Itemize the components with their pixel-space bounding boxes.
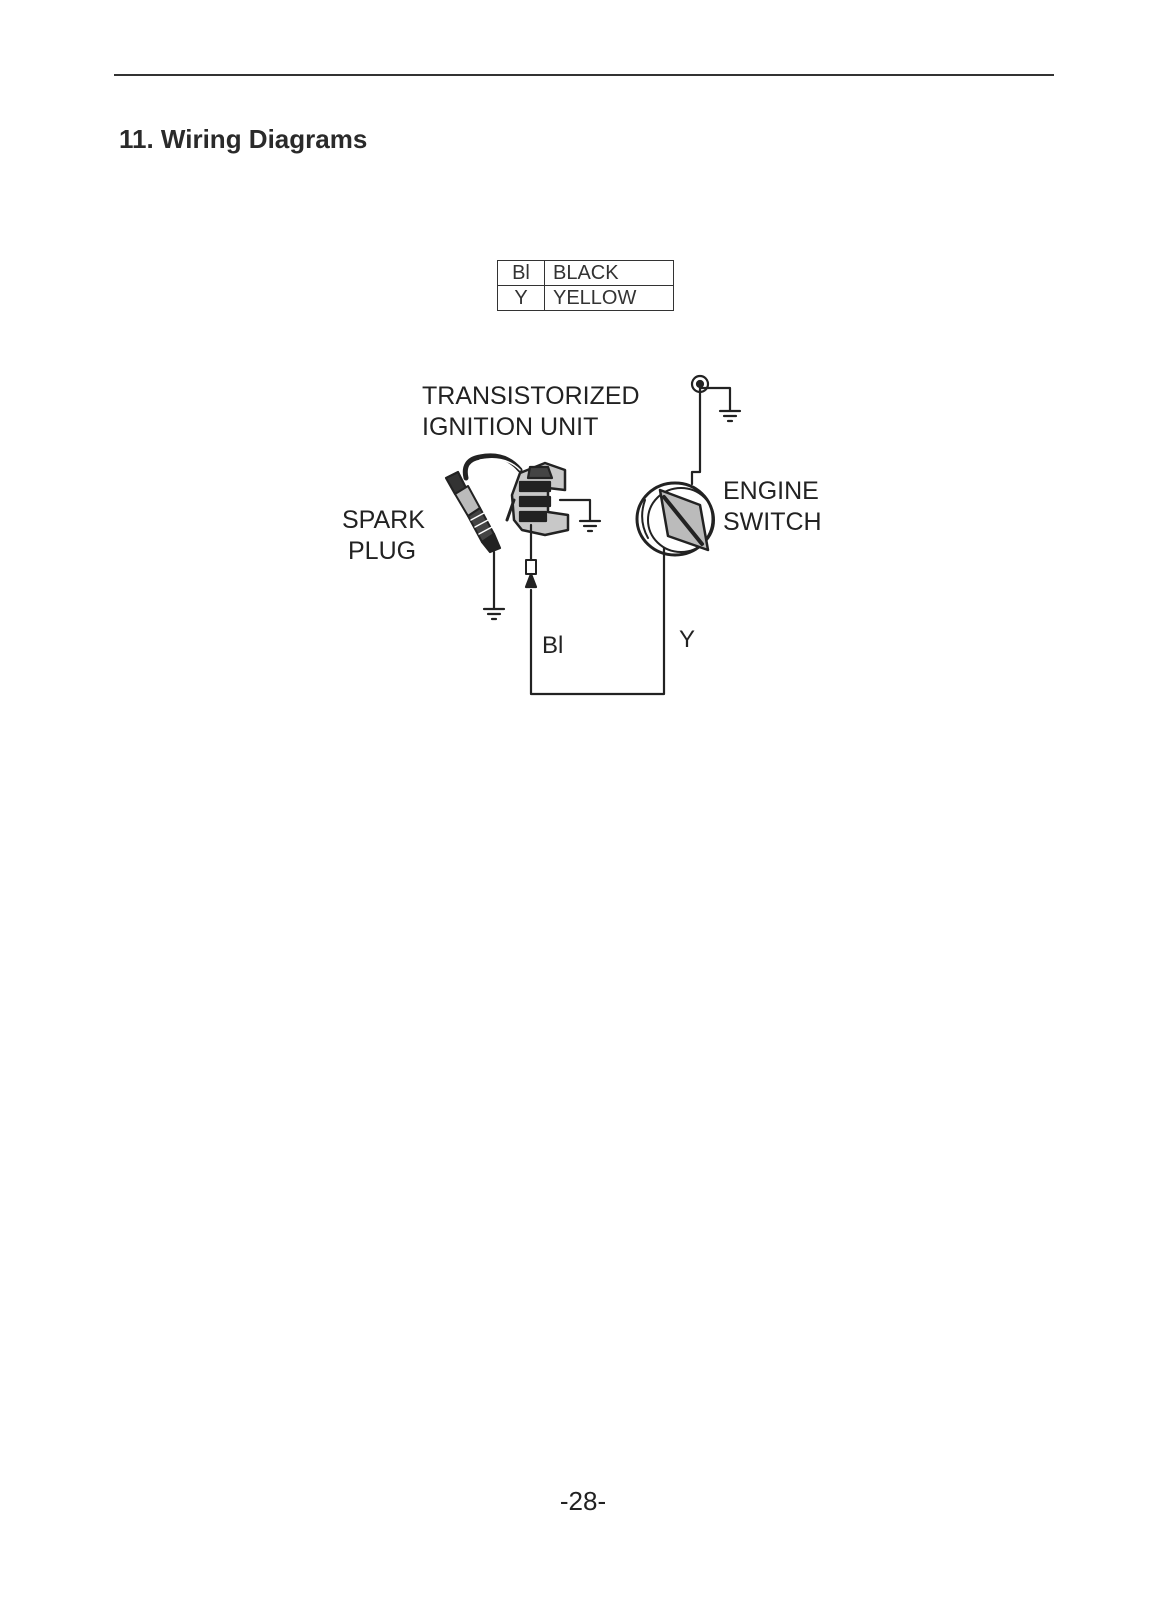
spark-plug-icon bbox=[446, 472, 500, 552]
ground-icon bbox=[484, 609, 504, 619]
connector-icon bbox=[526, 560, 536, 587]
engine-switch-label: ENGINE SWITCH bbox=[723, 476, 822, 538]
switch-ground-wire bbox=[692, 388, 730, 484]
engine-switch-icon bbox=[637, 483, 714, 555]
ground-icon bbox=[580, 521, 600, 531]
yellow-wire-label: Y bbox=[679, 626, 695, 654]
ignition-unit-label: TRANSISTORIZED IGNITION UNIT bbox=[422, 381, 640, 443]
ignition-unit-icon bbox=[507, 463, 568, 535]
cable-highlight bbox=[480, 459, 520, 470]
black-wire-label: Bl bbox=[542, 632, 563, 660]
spark-plug-label: SPARK PLUG bbox=[342, 505, 425, 567]
ground-icon bbox=[720, 411, 740, 421]
main-wire-loop bbox=[531, 548, 664, 694]
page-number: -28- bbox=[0, 1486, 1166, 1517]
